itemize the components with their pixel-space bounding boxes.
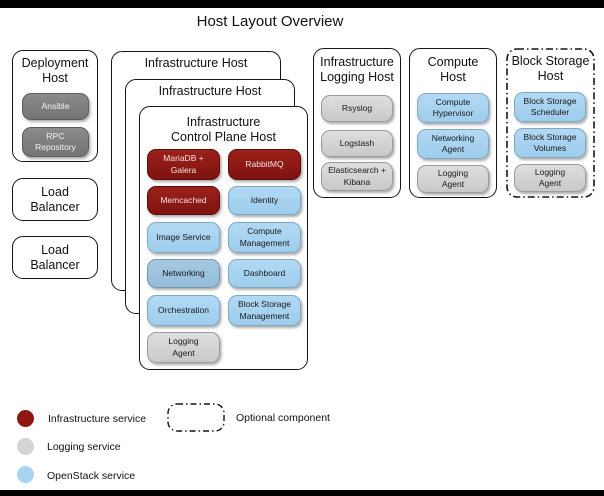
legend-swatch-logging-service [17,438,34,455]
service-orchestration: Orchestration [147,295,220,326]
service-block-storage-scheduler: Block Storage Scheduler [514,92,586,122]
legend-label-optional-component: Optional component [236,412,330,424]
service-logging-agent-block-storage: Logging Agent [514,164,586,192]
service-rsyslog: Rsyslog [321,95,393,122]
service-compute-management: Compute Management [228,222,301,253]
service-rabbitmq: RabbitMQ [228,149,301,180]
host-deployment-title: Deployment Host [21,56,89,85]
legend-label-openstack-service: OpenStack service [47,470,136,482]
host-load-balancer-1: Load Balancer [12,178,98,221]
host-block-storage-title: Block Storage Host [511,54,590,83]
host-infrastructure-logging-title: Infrastructure Logging Host [320,55,394,84]
page-title: Host Layout Overview [196,13,344,30]
legend-label-logging-service: Logging service [47,441,121,453]
service-image-service: Image Service [147,222,220,253]
service-memcached: Memcached [147,186,220,215]
service-logstash: Logstash [321,130,393,157]
service-compute-hypervisor: Compute Hypervisor [417,93,489,123]
dash-dot-border [506,48,595,198]
host-deployment: Deployment Host Ansible RPC Repository [12,50,98,162]
bottom-black-bar [0,490,604,496]
host-block-storage: Block Storage Host Block Storage Schedul… [506,48,595,198]
host-load-balancer-2: Load Balancer [12,236,98,279]
top-black-bar [0,0,604,8]
host-compute-title: Compute Host [427,55,479,84]
service-networking: Networking [147,259,220,288]
service-rpc-repository: RPC Repository [22,127,89,157]
service-dashboard: Dashboard [228,259,301,288]
service-block-storage-volumes: Block Storage Volumes [514,128,586,158]
host-infrastructure-logging: Infrastructure Logging Host Rsyslog Logs… [313,48,401,198]
service-elasticsearch-kibana: Elasticsearch + Kibana [321,162,393,191]
legend-swatch-openstack-service [17,466,34,483]
service-ansible: Ansible [22,93,89,120]
legend-label-infrastructure-service: Infrastructure service [48,413,147,425]
host-infrastructure-back-title: Infrastructure Host [144,56,248,70]
legend-swatch-infrastructure-service [17,410,34,427]
service-networking-agent: Networking Agent [417,129,489,159]
legend-swatch-optional-component [167,403,225,432]
service-mariadb-galera: MariaDB + Galera [147,149,220,180]
host-compute: Compute Host Compute Hypervisor Networki… [409,48,497,198]
service-identity: Identity [228,186,301,215]
service-logging-agent-control-plane: Logging Agent [147,332,220,363]
service-block-storage-management: Block Storage Management [228,295,301,326]
service-logging-agent-compute: Logging Agent [417,165,489,193]
host-control-plane: Infrastructure Control Plane Host MariaD… [139,106,308,370]
host-control-plane-title: Infrastructure Control Plane Host [171,115,276,144]
host-infrastructure-middle-title: Infrastructure Host [158,84,262,98]
